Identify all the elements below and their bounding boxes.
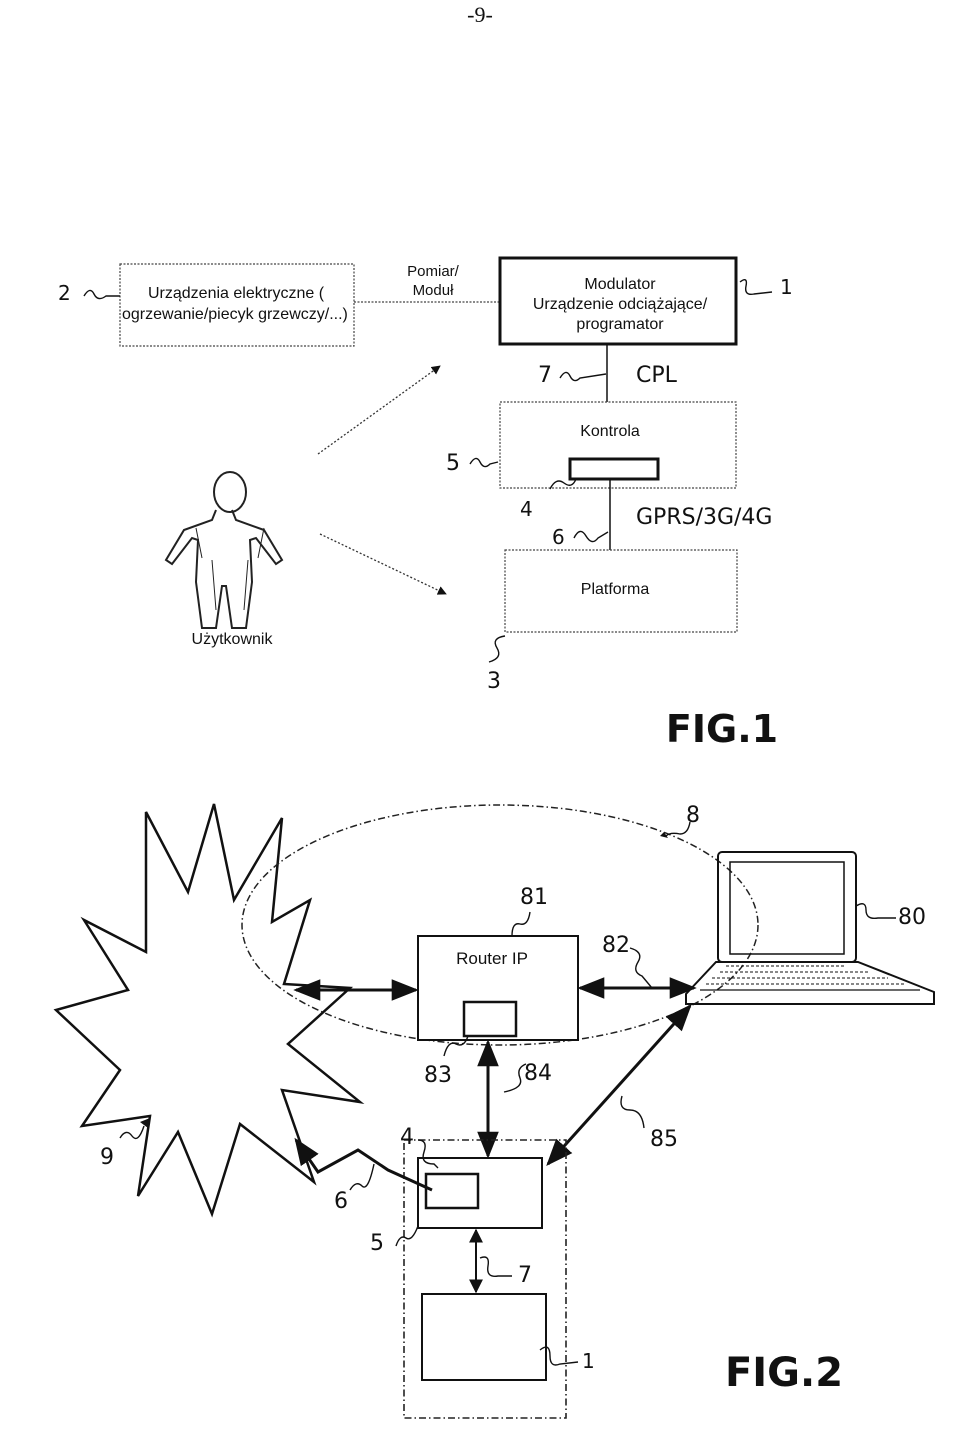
cpl-label: CPL xyxy=(636,363,678,388)
modulator-line1: Modulator xyxy=(584,276,656,293)
ref-8: 8 xyxy=(686,803,700,828)
wireless-link xyxy=(294,1137,433,1192)
ref-2: 2 xyxy=(58,281,71,305)
ref-81-leader xyxy=(511,911,531,937)
ref-80: 80 xyxy=(898,905,926,930)
user-label: Użytkownik xyxy=(192,631,274,648)
ref-1-leader xyxy=(739,279,773,296)
router-module xyxy=(462,1000,518,1038)
modulator-box-fig2 xyxy=(421,1293,547,1381)
control-label: Kontrola xyxy=(580,423,640,440)
platform-box xyxy=(504,549,738,633)
fig1: Urządzenia elektryczne ( ogrzewanie/piec… xyxy=(58,256,793,751)
fig2-caption: FIG.2 xyxy=(725,1350,843,1396)
ref-83-leader xyxy=(443,1035,469,1057)
network-burst-icon xyxy=(53,803,365,1218)
ref-9: 9 xyxy=(100,1145,114,1170)
ref-7-leader xyxy=(559,371,607,382)
fig1-caption: FIG.1 xyxy=(666,707,778,751)
ref-9-leader xyxy=(119,1125,145,1140)
control-module-fig2 xyxy=(424,1172,480,1210)
gprs-label: GPRS/3G/4G xyxy=(636,505,772,530)
ref-81: 81 xyxy=(520,885,548,910)
ref-6-fig2-leader xyxy=(349,1163,375,1191)
ref-4: 4 xyxy=(520,497,533,521)
measure-label-line2: Moduł xyxy=(413,282,455,299)
modulator-line3: programator xyxy=(576,316,664,333)
user-to-platform-arrow xyxy=(319,533,447,595)
ref-80-leader xyxy=(855,903,896,920)
ref-5-leader xyxy=(469,457,499,468)
laptop-control-link xyxy=(546,1003,692,1167)
ref-6-fig2: 6 xyxy=(334,1189,348,1214)
ref-84-leader xyxy=(503,1063,527,1093)
ref-6: 6 xyxy=(552,525,565,549)
modulator-box xyxy=(498,256,738,346)
home-network-ellipse xyxy=(241,804,759,1046)
devices-box-line2: ogrzewanie/piecyk grzewczy/...) xyxy=(122,306,348,323)
router-label: Router IP xyxy=(456,949,528,968)
ref-7-fig2-leader xyxy=(479,1256,512,1277)
ref-1: 1 xyxy=(780,275,793,299)
ref-4-leader xyxy=(549,478,577,490)
ref-8-arrow xyxy=(660,832,668,838)
ref-5-fig2-leader xyxy=(395,1225,419,1247)
laptop-icon xyxy=(685,851,935,1005)
control-box-fig2 xyxy=(417,1157,543,1229)
ref-8-leader xyxy=(665,821,691,837)
ref-1-fig2: 1 xyxy=(582,1349,595,1373)
user-figure-icon xyxy=(164,471,284,629)
ref-6-leader xyxy=(573,530,609,543)
ref-1-fig2-leader xyxy=(539,1346,579,1366)
devices-box xyxy=(119,263,355,347)
control-box xyxy=(499,401,737,489)
installation-box xyxy=(403,1139,567,1419)
ref-3-leader xyxy=(488,635,506,663)
modulator-line2: Urządzenie odciążające/ xyxy=(533,296,708,313)
devices-box-line1: Urządzenia elektryczne ( xyxy=(148,285,325,302)
ref-7: 7 xyxy=(538,363,552,388)
ref-5-fig2: 5 xyxy=(370,1231,384,1256)
ref-84: 84 xyxy=(524,1061,552,1086)
fig2: 8 Router IP 81 80 82 83 84 xyxy=(53,803,935,1419)
page-number: -9- xyxy=(467,2,493,27)
ref-83: 83 xyxy=(424,1063,452,1088)
user-to-measure-arrow xyxy=(317,365,441,455)
ref-3: 3 xyxy=(487,669,501,694)
ref-82-leader xyxy=(629,947,653,989)
ref-4-fig2: 4 xyxy=(400,1125,414,1150)
ref-2-leader xyxy=(83,289,120,300)
ref-5: 5 xyxy=(446,451,460,476)
ref-85: 85 xyxy=(650,1127,678,1152)
control-module xyxy=(568,457,660,481)
ref-9-arrow xyxy=(140,1118,150,1128)
ref-4-fig2-leader xyxy=(417,1139,439,1169)
ref-82: 82 xyxy=(602,933,630,958)
platform-label: Platforma xyxy=(581,581,650,598)
measure-label-line1: Pomiar/ xyxy=(407,263,460,280)
ref-7-fig2: 7 xyxy=(518,1263,532,1288)
ref-85-leader xyxy=(620,1095,645,1129)
